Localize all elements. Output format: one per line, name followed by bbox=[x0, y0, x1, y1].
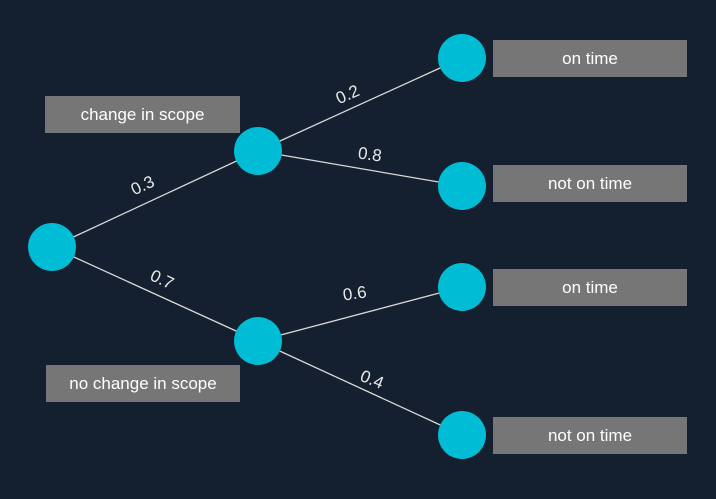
outcome-node-3 bbox=[438, 263, 486, 311]
prob-change-not-on-time: 0.8 bbox=[356, 143, 383, 166]
no-change-scope-node bbox=[234, 317, 282, 365]
edge-change-on-time bbox=[257, 57, 463, 152]
change-scope-node bbox=[234, 127, 282, 175]
no-change-in-scope-label: no change in scope bbox=[46, 365, 240, 402]
root-node bbox=[28, 223, 76, 271]
outcome-node-2 bbox=[438, 162, 486, 210]
edge-root-change bbox=[51, 150, 259, 248]
edge-no-change-not-on-time bbox=[257, 340, 463, 436]
edge-change-not-on-time bbox=[257, 150, 463, 187]
edge-root-no-change bbox=[51, 246, 259, 342]
outcome-label-3: on time bbox=[493, 269, 687, 306]
outcome-label-1: on time bbox=[493, 40, 687, 77]
outcome-node-1 bbox=[438, 34, 486, 82]
outcome-node-4 bbox=[438, 411, 486, 459]
edge-no-change-on-time bbox=[257, 286, 463, 342]
prob-no-change-on-time: 0.6 bbox=[341, 282, 368, 305]
outcome-label-4: not on time bbox=[493, 417, 687, 454]
outcome-label-2: not on time bbox=[493, 165, 687, 202]
change-in-scope-label: change in scope bbox=[45, 96, 240, 133]
